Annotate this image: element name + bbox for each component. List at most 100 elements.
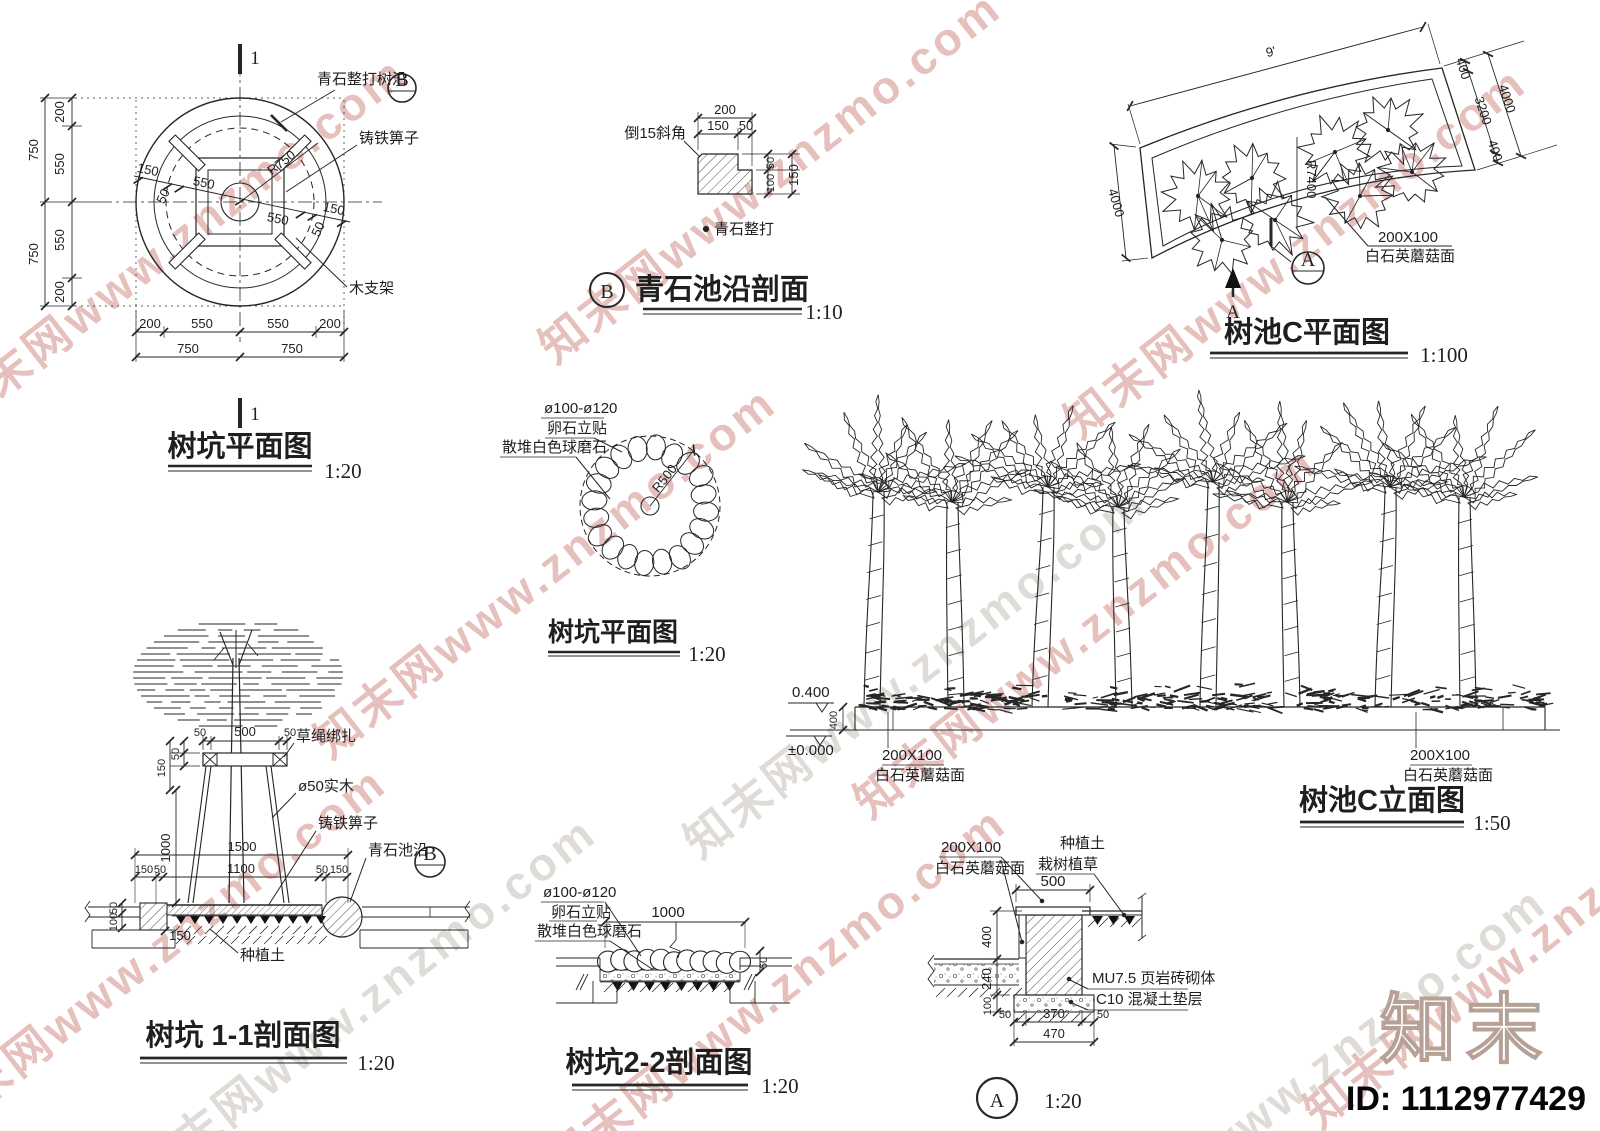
leader-label: ø100-ø120 bbox=[544, 400, 617, 417]
leader-label: 栽树植草 bbox=[1038, 856, 1098, 873]
text-label: 550 bbox=[192, 173, 216, 192]
section-arrow-label: A bbox=[1226, 302, 1240, 323]
text-label: 750 bbox=[281, 341, 303, 356]
panel-tree-pool-c-plan: AAR7400200X100白石英蘑菇面9'400040032004004000… bbox=[1105, 21, 1558, 367]
text-label: 50 bbox=[999, 1009, 1011, 1021]
leader-label: 铸铁箅子 bbox=[318, 815, 378, 832]
text-label: 50 bbox=[284, 727, 296, 739]
section-mark-1: 1 bbox=[250, 404, 260, 425]
leader-label: 200X100 bbox=[1410, 747, 1470, 764]
leader-label: MU7.5 页岩砖砌体 bbox=[1092, 970, 1215, 987]
leader-label: 白石英蘑菇面 bbox=[875, 766, 965, 784]
text-label: 400 bbox=[828, 711, 840, 729]
text-label: 1000 bbox=[158, 834, 173, 863]
text-label: 50 bbox=[316, 864, 328, 876]
text-label: 150 bbox=[169, 928, 191, 943]
text-label: 400 bbox=[1453, 56, 1474, 81]
watermark-text: 知末网www.znzmo.com bbox=[0, 755, 396, 1131]
panel-title: 树坑 1-1剖面图 bbox=[146, 1018, 341, 1052]
text-label: 200 bbox=[714, 102, 736, 117]
detail-bubble-a: A bbox=[990, 1090, 1005, 1112]
text-label: 550 bbox=[267, 316, 289, 331]
text-label: 50 bbox=[1097, 1009, 1109, 1021]
text-label: 1100 bbox=[227, 861, 255, 876]
leader-label: 种植土 bbox=[1060, 835, 1105, 852]
text-label: 150 bbox=[156, 759, 168, 777]
leader-label: 草绳绑扎 bbox=[296, 728, 356, 745]
panel-scale: 1:50 bbox=[1473, 811, 1510, 835]
text-label: 500 bbox=[234, 724, 256, 739]
text-label: 750 bbox=[26, 139, 41, 161]
text-label: 150 bbox=[786, 164, 801, 186]
watermark-text-gray: 知末网www.znzmo.com bbox=[124, 805, 606, 1131]
text-label: 50 bbox=[153, 186, 173, 205]
znzmo-logo: 知末 bbox=[1380, 988, 1552, 1073]
text-label: 550 bbox=[191, 316, 213, 331]
text-label: 50 bbox=[308, 219, 328, 238]
text-label: 50 bbox=[739, 118, 753, 133]
note-label: 青石整打 bbox=[714, 221, 774, 238]
panel-scale: 1:20 bbox=[1044, 1089, 1081, 1113]
text-label: 200 bbox=[139, 316, 161, 331]
leader-label: 散堆白色球磨石 bbox=[502, 439, 607, 456]
text-label: 9' bbox=[1264, 43, 1277, 60]
leader-label: C10 混凝土垫层 bbox=[1096, 991, 1203, 1008]
leader-label: 卵石立贴 bbox=[547, 420, 607, 437]
text-label: 100 bbox=[982, 997, 994, 1015]
leader-label: ø50实木 bbox=[298, 778, 354, 795]
text-label: 750 bbox=[26, 243, 41, 265]
leader-label: 白石英蘑菇面 bbox=[1365, 247, 1455, 265]
watermark-text: 知末网www.znzmo.com bbox=[1054, 55, 1536, 447]
panel-tree-pool-c-elevation: 0.400 ±0.000 400 200X100 白石英蘑菇面 200X100 白石英蘑菇面… bbox=[786, 389, 1560, 835]
leader-label: 木支架 bbox=[349, 280, 394, 297]
panel-title: 树池C立面图 bbox=[1299, 783, 1465, 817]
text-label: 50 bbox=[194, 727, 206, 739]
panel-title: 树坑平面图 bbox=[167, 429, 312, 463]
panel-scale: 1:20 bbox=[688, 642, 725, 666]
panel-title: 青石池沿剖面 bbox=[635, 272, 809, 306]
leader-label: ø100-ø120 bbox=[543, 884, 616, 901]
leader-label: 倒15斜角 bbox=[624, 125, 686, 142]
text-label: 50 bbox=[154, 864, 166, 876]
text-label: 50 bbox=[108, 902, 120, 914]
panel-title: 树坑2-2剖面图 bbox=[566, 1045, 753, 1079]
leader-label: 白石英蘑菇面 bbox=[935, 859, 1025, 877]
text-label: 500 bbox=[1040, 873, 1065, 890]
text-label: 100 bbox=[765, 174, 777, 192]
detail-bubble-a: A bbox=[1301, 249, 1316, 271]
text-label: 750 bbox=[177, 341, 199, 356]
text-label: 400 bbox=[979, 926, 994, 948]
panel-scale: 1:20 bbox=[324, 459, 361, 483]
text-label: 1000 bbox=[651, 904, 684, 921]
leader-label: 白石英蘑菇面 bbox=[1403, 766, 1493, 784]
text-label: 200 bbox=[319, 316, 341, 331]
text-label: 550 bbox=[266, 209, 290, 228]
text-label: 60 bbox=[758, 957, 770, 969]
text-label: 470 bbox=[1043, 1026, 1065, 1041]
text-label: 550 bbox=[52, 229, 67, 251]
leader-label: 青石整打树沿 bbox=[317, 71, 407, 88]
text-label: 150 bbox=[136, 160, 160, 179]
sheet-id: ID: 1112977429 bbox=[1346, 1080, 1586, 1118]
leader-label: 200X100 bbox=[882, 747, 942, 764]
level-label: ±0.000 bbox=[788, 742, 834, 759]
text-label: 4000 bbox=[1105, 187, 1127, 219]
text-label: 200 bbox=[52, 281, 67, 303]
radius-label: R7400 bbox=[1304, 160, 1319, 198]
watermark-text-gray: 知末网www.znzmo.com bbox=[674, 475, 1156, 867]
panel-scale: 1:100 bbox=[1420, 343, 1468, 367]
text-label: 50 bbox=[170, 748, 182, 760]
leader-label: 200X100 bbox=[941, 839, 1001, 856]
leader-label: 铸铁箅子 bbox=[359, 130, 419, 147]
level-label: 0.400 bbox=[792, 684, 830, 701]
text-label: 100 bbox=[108, 913, 120, 931]
text-label: 550 bbox=[52, 153, 67, 175]
detail-bubble-b: B bbox=[600, 281, 613, 303]
text-label: 370 bbox=[1043, 1006, 1065, 1021]
leader-label: 青石池沿 bbox=[368, 842, 428, 859]
